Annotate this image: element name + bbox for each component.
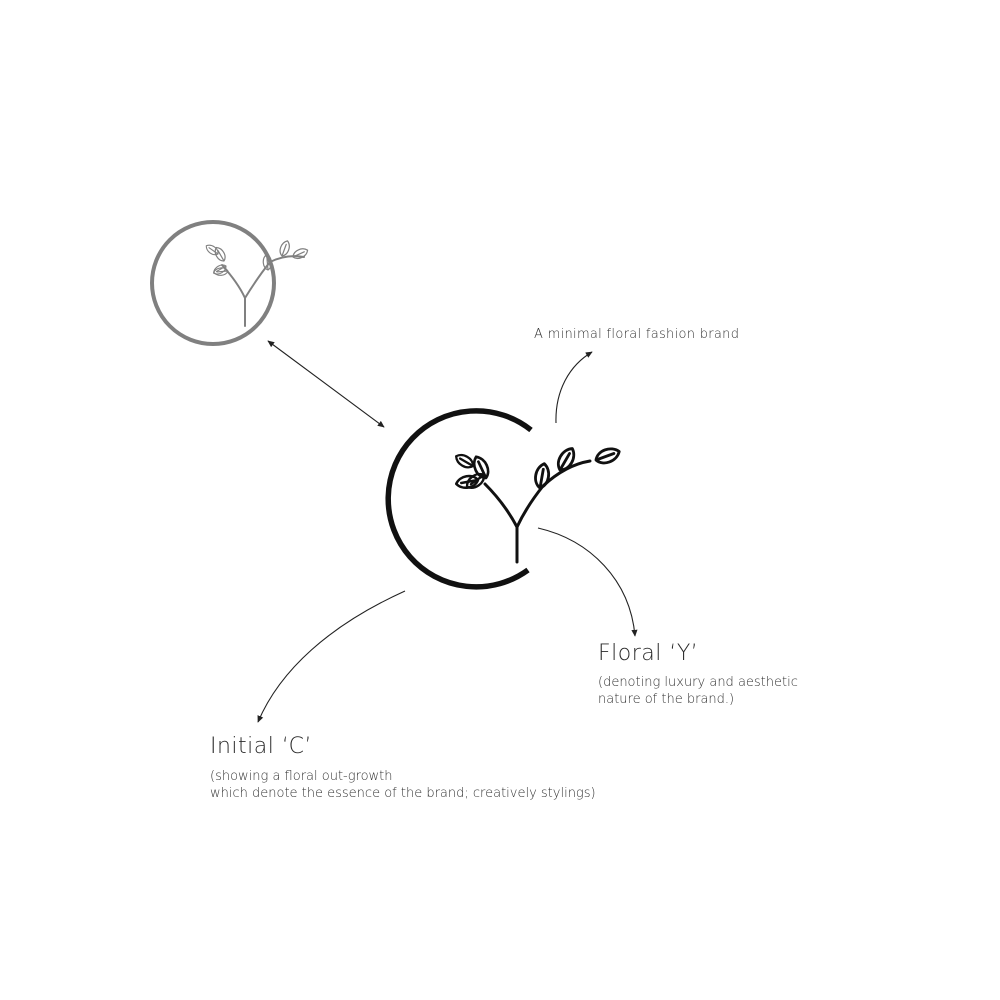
initial-c-description-line: (showing a floral out-growth [210,769,393,784]
initial-c-description-line: which denote the essence of the brand; c… [210,786,596,801]
floral-y-description-line: (denoting luxury and aesthetic [598,675,798,690]
initial-c-arrow [257,590,406,723]
initial-c-description: (showing a floral out-growth which denot… [210,768,596,802]
arrows [257,340,638,723]
main-logo-letter-c [385,408,533,590]
floral-y-arrow [537,527,638,637]
floral-y-description: (denoting luxury and aesthetic nature of… [598,674,798,708]
double-arrow-connector [267,340,385,428]
tagline-label: A minimal floral fashion brand [534,327,740,342]
secondary-logo [150,220,310,346]
floral-y-description-line: nature of the brand.) [598,692,735,707]
tagline-arrow [555,351,593,424]
main-logo [385,408,623,590]
secondary-logo-sprig [203,238,310,327]
main-logo-floral-y [452,443,623,564]
floral-y-title: Floral ‘Y’ [598,641,699,666]
secondary-logo-ring [150,220,276,346]
initial-c-title: Initial ‘C’ [210,734,312,759]
